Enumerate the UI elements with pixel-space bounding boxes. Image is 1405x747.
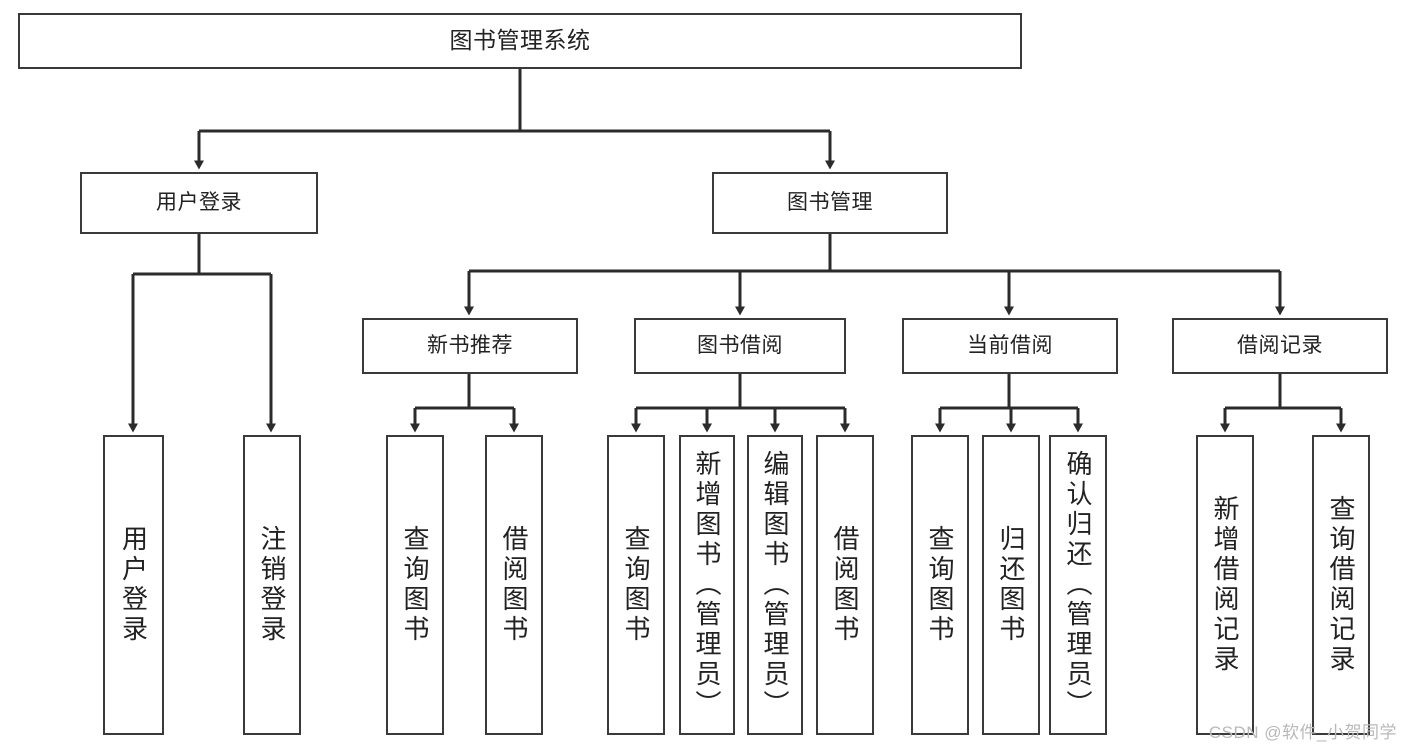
- node-user-login[interactable]: 用户登录: [80, 172, 318, 234]
- node-borrow-record[interactable]: 借阅记录: [1172, 318, 1388, 374]
- node-root[interactable]: 图书管理系统: [18, 13, 1022, 69]
- node-leaf-query-book-3[interactable]: 查询图书: [911, 435, 969, 735]
- node-leaf-edit-book-label: 编辑图书（管理员）: [760, 450, 790, 720]
- node-current-borrow[interactable]: 当前借阅: [902, 318, 1118, 374]
- node-leaf-query-book-1[interactable]: 查询图书: [386, 435, 444, 735]
- node-leaf-return-book[interactable]: 归还图书: [982, 435, 1040, 735]
- node-book-borrow-label: 图书借阅: [697, 334, 783, 358]
- node-leaf-borrow-book-1-label: 借阅图书: [499, 525, 529, 645]
- node-leaf-return-book-label: 归还图书: [996, 525, 1026, 645]
- node-leaf-confirm-return[interactable]: 确认归还（管理员）: [1049, 435, 1107, 735]
- node-leaf-add-record[interactable]: 新增借阅记录: [1196, 435, 1254, 735]
- node-book-manage[interactable]: 图书管理: [712, 172, 948, 234]
- node-leaf-user-login-label: 用户登录: [118, 525, 149, 645]
- node-book-borrow[interactable]: 图书借阅: [634, 318, 846, 374]
- node-new-book-rec-label: 新书推荐: [427, 334, 513, 358]
- node-book-manage-label: 图书管理: [787, 191, 873, 215]
- node-leaf-query-record[interactable]: 查询借阅记录: [1312, 435, 1370, 735]
- node-new-book-rec[interactable]: 新书推荐: [362, 318, 578, 374]
- node-leaf-add-book[interactable]: 新增图书（管理员）: [679, 435, 735, 735]
- node-leaf-add-book-label: 新增图书（管理员）: [692, 450, 722, 720]
- node-leaf-query-record-label: 查询借阅记录: [1326, 495, 1356, 675]
- node-leaf-borrow-book-1[interactable]: 借阅图书: [485, 435, 543, 735]
- node-leaf-query-book-2-label: 查询图书: [621, 525, 651, 645]
- node-user-login-label: 用户登录: [156, 191, 242, 215]
- node-leaf-add-record-label: 新增借阅记录: [1210, 495, 1240, 675]
- node-leaf-user-login[interactable]: 用户登录: [103, 435, 164, 735]
- node-leaf-borrow-book-2-label: 借阅图书: [830, 525, 860, 645]
- node-leaf-confirm-return-label: 确认归还（管理员）: [1063, 450, 1093, 720]
- node-root-label: 图书管理系统: [449, 27, 591, 54]
- node-leaf-query-book-3-label: 查询图书: [925, 525, 955, 645]
- csdn-watermark: CSDN @软件_小贺同学: [1208, 723, 1397, 742]
- node-leaf-borrow-book-2[interactable]: 借阅图书: [816, 435, 874, 735]
- node-leaf-user-logout[interactable]: 注销登录: [243, 435, 301, 735]
- node-current-borrow-label: 当前借阅: [967, 334, 1053, 358]
- node-leaf-query-book-2[interactable]: 查询图书: [607, 435, 665, 735]
- node-leaf-user-logout-label: 注销登录: [257, 525, 287, 645]
- node-leaf-query-book-1-label: 查询图书: [400, 525, 430, 645]
- node-leaf-edit-book[interactable]: 编辑图书（管理员）: [747, 435, 803, 735]
- node-borrow-record-label: 借阅记录: [1237, 334, 1323, 358]
